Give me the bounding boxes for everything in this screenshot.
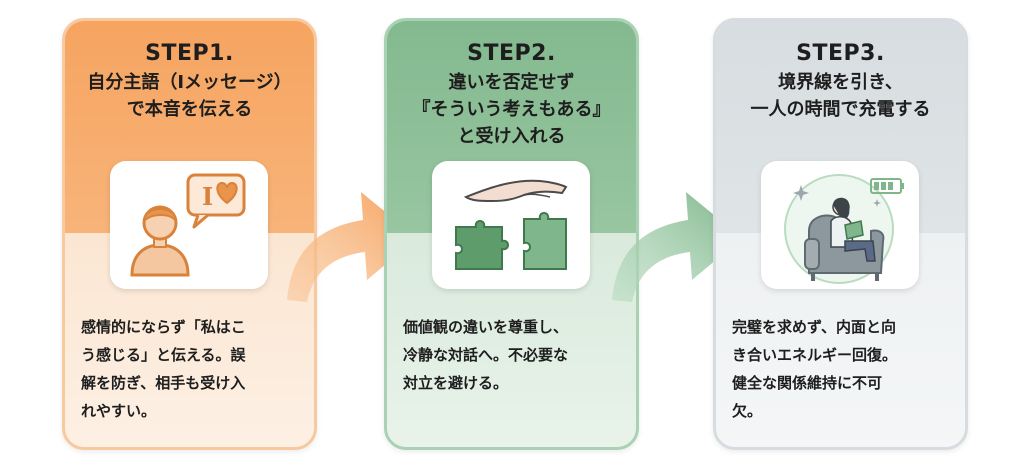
step-card-1-title: STEP1. 自分主語（Iメッセージ） で本音を伝える <box>65 39 314 123</box>
desc-line: 健全な関係維持に不可 <box>732 374 883 392</box>
step-card-2-description: 価値観の違いを尊重し、 冷静な対話へ。不必要な 対立を避ける。 <box>403 313 625 397</box>
step-card-2-icon-box <box>432 161 590 289</box>
title-line: 『そういう考えもある』 <box>412 99 611 120</box>
step-card-2-title: STEP2. 違いを否定せず 『そういう考えもある』 と受け入れる <box>387 39 636 150</box>
step-card-3-title: STEP3. 境界線を引き、 一人の時間で充電する <box>716 39 965 123</box>
title-line: 境界線を引き、 <box>778 72 903 93</box>
bubble-letter: I <box>202 182 213 211</box>
step-card-3-description: 完璧を求めず、内面と向 き合いエネルギー回復。 健全な関係維持に不可 欠。 <box>732 313 954 425</box>
title-line: と受け入れる <box>457 126 566 147</box>
step-card-1-icon-box: I <box>110 161 268 289</box>
reading-woman-battery-icon <box>784 174 904 284</box>
desc-line: 解を防ぎ、相手も受け入 <box>81 374 246 392</box>
title-line: 一人の時間で充電する <box>750 99 931 120</box>
title-line: 自分主語（Iメッセージ） <box>87 72 292 93</box>
desc-line: 感情的にならず「私はこ <box>81 318 246 336</box>
hand-puzzle-icon <box>455 179 568 270</box>
arrow-right-icon <box>608 176 748 316</box>
desc-line: 対立を避ける。 <box>403 374 509 392</box>
step-card-3: STEP3. 境界線を引き、 一人の時間で充電する <box>713 18 968 450</box>
desc-line: 完璧を求めず、内面と向 <box>732 318 896 336</box>
desc-line: う感じる」と伝える。誤 <box>81 346 246 364</box>
desc-line: 冷静な対話へ。不必要な <box>403 346 569 364</box>
step-card-1-description: 感情的にならず「私はこ う感じる」と伝える。誤 解を防ぎ、相手も受け入 れやすい… <box>81 313 303 425</box>
step-card-2: STEP2. 違いを否定せず 『そういう考えもある』 と受け入れる 価値観の違い… <box>384 18 639 450</box>
step-card-3-icon-box <box>761 161 919 289</box>
desc-line: 価値観の違いを尊重し、 <box>403 318 569 336</box>
step-label: STEP2. <box>467 41 556 66</box>
desc-line: き合いエネルギー回復。 <box>732 346 898 364</box>
step-label: STEP3. <box>796 41 885 66</box>
title-line: で本音を伝える <box>126 99 253 120</box>
desc-line: れやすい。 <box>81 402 157 420</box>
desc-line: 欠。 <box>732 402 763 420</box>
person-speech-heart-icon: I <box>130 173 246 277</box>
step-card-1: STEP1. 自分主語（Iメッセージ） で本音を伝える I 感情的にならず「私は… <box>62 18 317 450</box>
step-label: STEP1. <box>145 41 234 66</box>
title-line: 違いを否定せず <box>448 72 575 93</box>
